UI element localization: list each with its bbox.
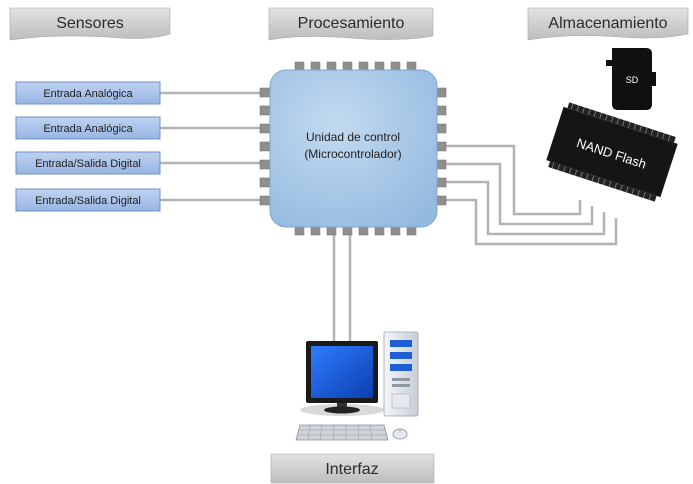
mcu-label-line1: Unidad de control — [306, 130, 400, 144]
header-sensores: Sensores — [9, 7, 171, 41]
monitor-icon — [306, 341, 378, 414]
header-almacenamiento: Almacenamiento — [527, 7, 689, 41]
mouse-icon — [392, 428, 408, 440]
sensor-wires — [160, 91, 262, 202]
nand-flash-chip-icon: NAND Flash — [546, 102, 678, 202]
header-almacenamiento-label: Almacenamiento — [548, 15, 667, 32]
sd-card-label: SD — [626, 75, 639, 85]
microcontroller: Unidad de control (Microcontrolador) — [259, 61, 447, 236]
keyboard-icon — [295, 424, 389, 441]
header-procesamiento: Procesamiento — [268, 7, 434, 41]
header-procesamiento-label: Procesamiento — [298, 15, 405, 32]
mcu-label-line2: (Microcontrolador) — [304, 147, 401, 161]
sensor-2: Entrada Analógica — [15, 116, 161, 140]
tower-icon — [383, 331, 419, 417]
header-interfaz: Interfaz — [270, 453, 435, 484]
sensor-4: Entrada/Salida Digital — [15, 188, 161, 212]
header-sensores-label: Sensores — [56, 15, 124, 32]
storage-wires — [444, 144, 618, 246]
nand-pin-ticks — [551, 103, 671, 200]
desktop-computer-icon — [295, 331, 419, 441]
header-interfaz-label: Interfaz — [325, 461, 378, 478]
sensor-1: Entrada Analógica — [15, 81, 161, 105]
sd-card-icon: SD — [606, 48, 656, 110]
interface-wires — [332, 234, 352, 342]
mcu-pins — [259, 61, 447, 236]
sensor-3-label: Entrada/Salida Digital — [35, 158, 141, 170]
sensor-1-label: Entrada Analógica — [43, 88, 133, 100]
nand-pins — [548, 102, 676, 202]
sensor-4-label: Entrada/Salida Digital — [35, 195, 141, 207]
sensor-2-label: Entrada Analógica — [43, 123, 133, 135]
sensor-3: Entrada/Salida Digital — [15, 151, 161, 175]
